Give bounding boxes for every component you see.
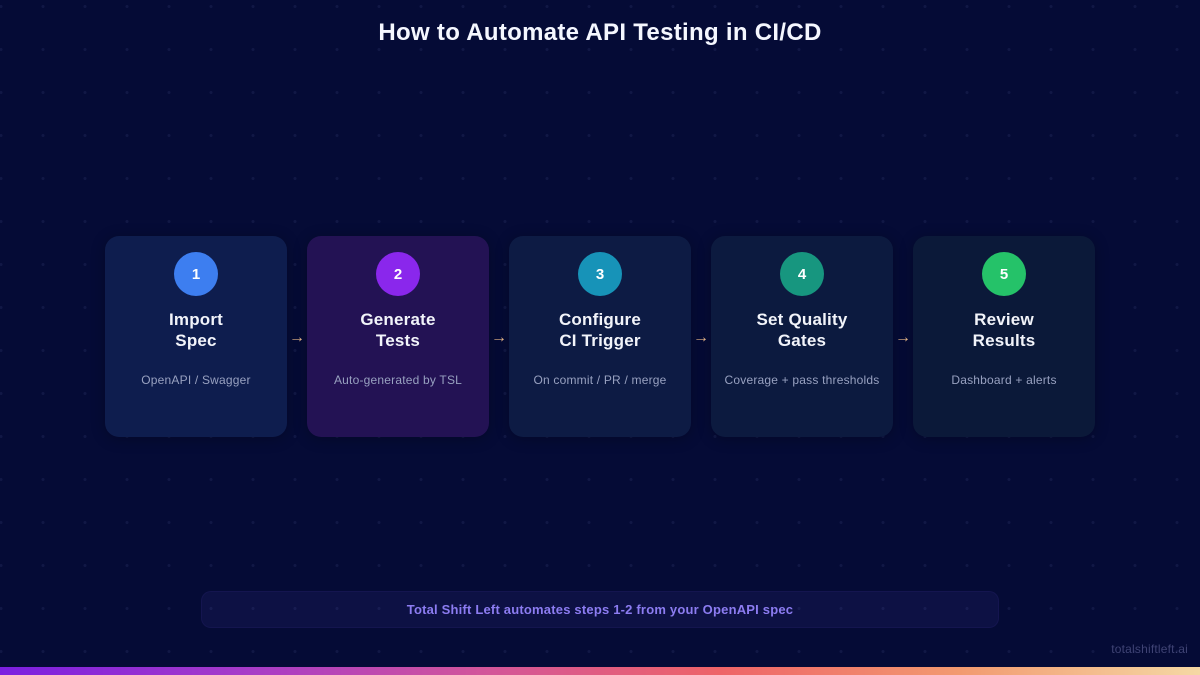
step-3-title-line1: Configure (558, 310, 642, 329)
bottom-gradient-bar (0, 667, 1200, 675)
step-4-number: 4 (797, 265, 807, 283)
step-5-number-badge: 5 (982, 252, 1026, 296)
flow-arrow-icon: → (491, 328, 507, 346)
arrow-wrap-1: → (287, 236, 307, 437)
arrow-wrap-3: → (691, 236, 711, 437)
step-2-title-line1: Generate (360, 310, 436, 329)
step-4-title: Set Quality Gates (711, 310, 893, 351)
step-2-title-line2: Tests (375, 330, 421, 350)
step-3-title: Configure CI Trigger (509, 310, 691, 351)
step-5-subtitle: Dashboard + alerts (951, 373, 1057, 388)
step-1-number-badge: 1 (174, 252, 218, 296)
step-3-subtitle: On commit / PR / merge (533, 373, 667, 388)
flow-arrow-icon: → (289, 328, 305, 346)
steps-row: 1 Import Spec OpenAPI / Swagger → 2 Gene… (0, 236, 1200, 437)
step-1-number: 1 (191, 265, 201, 283)
step-1-subtitle: OpenAPI / Swagger (141, 373, 251, 388)
watermark: totalshiftleft.ai (1111, 642, 1188, 656)
footer-note: Total Shift Left automates steps 1-2 fro… (406, 602, 794, 617)
step-4-number-badge: 4 (780, 252, 824, 296)
step-2-number: 2 (393, 265, 403, 283)
step-1-title: Import Spec (105, 310, 287, 351)
step-3-number: 3 (595, 265, 605, 283)
step-card-3: 3 Configure CI Trigger On commit / PR / … (509, 236, 691, 437)
step-card-2: 2 Generate Tests Auto-generated by TSL (307, 236, 489, 437)
step-3-title-line2: CI Trigger (559, 330, 641, 350)
step-2-title: Generate Tests (307, 310, 489, 351)
step-card-4: 4 Set Quality Gates Coverage + pass thre… (711, 236, 893, 437)
step-2-number-badge: 2 (376, 252, 420, 296)
flow-arrow-icon: → (895, 328, 911, 346)
step-4-title-line2: Gates (777, 330, 827, 350)
arrow-wrap-4: → (893, 236, 913, 437)
step-3-number-badge: 3 (578, 252, 622, 296)
step-card-1: 1 Import Spec OpenAPI / Swagger (105, 236, 287, 437)
step-2-subtitle: Auto-generated by TSL (333, 373, 463, 388)
flow-arrow-icon: → (693, 328, 709, 346)
step-5-title-line2: Results (972, 330, 1036, 350)
step-card-5: 5 Review Results Dashboard + alerts (913, 236, 1095, 437)
step-4-subtitle: Coverage + pass thresholds (724, 373, 880, 388)
arrow-wrap-2: → (489, 236, 509, 437)
step-4-title-line1: Set Quality (756, 310, 848, 329)
step-5-title-line1: Review (974, 310, 1034, 329)
step-5-title: Review Results (913, 310, 1095, 351)
page-title: How to Automate API Testing in CI/CD (378, 19, 822, 46)
step-5-number: 5 (999, 265, 1009, 283)
step-1-title-line2: Spec (175, 330, 217, 350)
footer-banner: Total Shift Left automates steps 1-2 fro… (201, 591, 999, 628)
step-1-title-line1: Import (168, 310, 224, 329)
